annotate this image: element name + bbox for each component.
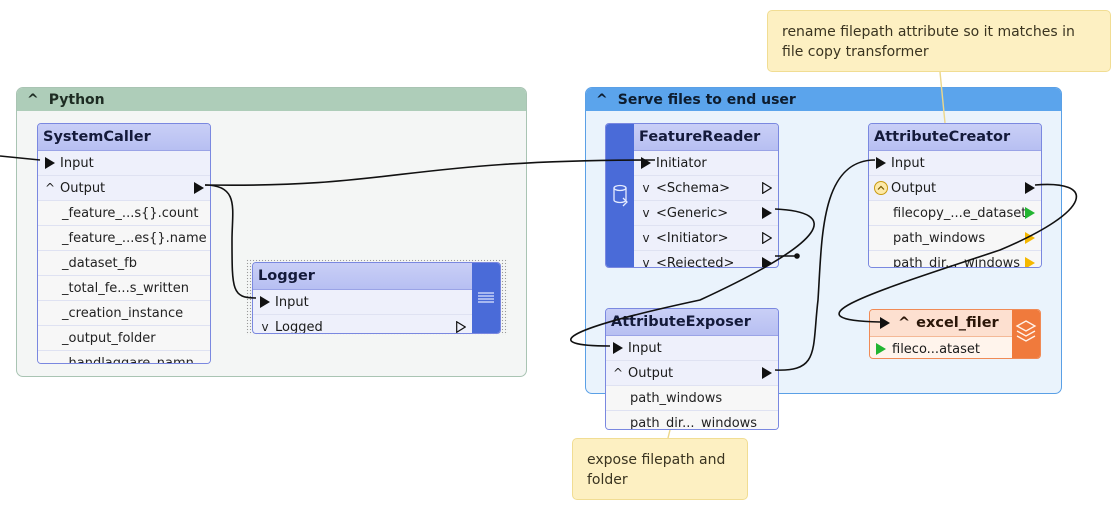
logger-logged-port[interactable]: v Logged [253, 315, 472, 334]
attribute-label: path_windows [893, 230, 986, 246]
exposed-attribute: path_windows [869, 226, 1041, 251]
annotation-text: expose filepath and folder [587, 452, 726, 488]
writer-title: excel_filer [916, 315, 999, 331]
input-port-arrow-icon[interactable] [636, 157, 656, 169]
output-port-open-arrow-icon[interactable] [762, 176, 772, 200]
attributecreator-transformer[interactable]: AttributeCreator Input Output filecopy_.… [868, 123, 1042, 268]
expand-caret-icon[interactable]: ^ [898, 315, 911, 331]
serve-files-bookmark-header[interactable]: ^ Serve files to end user [586, 88, 1061, 111]
featurereader-sidebar [606, 124, 634, 267]
attributeexposer-transformer[interactable]: AttributeExposer Input ^ Output path_win… [605, 308, 779, 430]
annotation-rename-filepath[interactable]: rename filepath attribute so it matches … [767, 10, 1111, 72]
attribute-modified-yellow-icon [1025, 251, 1035, 267]
exposed-attribute: path_dir..._windows [869, 251, 1041, 268]
writer-feature-type[interactable]: fileco...ataset [870, 337, 1012, 358]
input-port-label: Initiator [656, 155, 707, 171]
output-port-arrow-icon[interactable] [194, 176, 204, 200]
expand-caret-icon[interactable]: v [642, 206, 650, 220]
exposed-attribute: _feature_...es{}.name [38, 226, 210, 251]
serve-files-bookmark-title: Serve files to end user [617, 91, 796, 108]
featurereader-title[interactable]: FeatureReader [634, 124, 778, 151]
database-reader-icon [613, 184, 628, 207]
systemcaller-transformer[interactable]: SystemCaller Input ^ Output _feature_...… [37, 123, 211, 364]
systemcaller-title[interactable]: SystemCaller [38, 124, 210, 151]
annotation-connector [667, 429, 671, 439]
attributecreator-title[interactable]: AttributeCreator [869, 124, 1041, 151]
feature-type-green-icon [876, 343, 886, 355]
attribute-created-green-icon [1025, 201, 1035, 225]
exposed-attribute: _feature_...s{}.count [38, 201, 210, 226]
logged-port-label: Logged [275, 319, 323, 334]
excel-filer-writer[interactable]: ^ excel_filer fileco...ataset [869, 309, 1041, 359]
attributecreator-input-port[interactable]: Input [869, 151, 1041, 176]
attributeexposer-title[interactable]: AttributeExposer [606, 309, 778, 336]
layers-stack-icon [1015, 320, 1037, 342]
featurereader-initiator-port[interactable]: Initiator [634, 151, 778, 176]
input-port-arrow-icon[interactable] [255, 296, 275, 308]
output-port-label: <Generic> [656, 205, 729, 221]
conditional-output-icon[interactable] [871, 180, 891, 196]
featurereader-transformer[interactable]: FeatureReader Initiator v <Schema> v <Ge… [605, 123, 779, 268]
exposed-attribute: _handlaggare_namn [38, 351, 210, 363]
attributeexposer-output-port[interactable]: ^ Output [606, 361, 778, 386]
input-port-arrow-icon[interactable] [608, 342, 628, 354]
expand-caret-icon[interactable]: v [642, 181, 650, 195]
featurereader-generic-port[interactable]: v <Generic> [634, 201, 778, 226]
output-port-open-arrow-icon[interactable] [762, 226, 772, 250]
python-bookmark-title: Python [48, 91, 105, 108]
input-port-label: Input [275, 294, 309, 310]
exposed-attribute: _total_fe...s_written [38, 276, 210, 301]
logger-sidebar [472, 263, 500, 333]
input-port-arrow-icon[interactable] [40, 157, 60, 169]
featurereader-schema-port[interactable]: v <Schema> [634, 176, 778, 201]
writer-sidebar [1012, 310, 1040, 358]
annotation-text: rename filepath attribute so it matches … [782, 24, 1075, 60]
output-port-arrow-icon[interactable] [762, 361, 772, 385]
featurereader-rejected-port[interactable]: v <Rejected> [634, 251, 778, 268]
expand-caret-icon[interactable]: v [642, 231, 650, 245]
input-port-label: Input [628, 340, 662, 356]
attribute-label: filecopy_...e_dataset [893, 205, 1027, 221]
expand-caret-icon[interactable]: v [261, 320, 269, 334]
feature-type-label: fileco...ataset [892, 341, 980, 357]
attributeexposer-input-port[interactable]: Input [606, 336, 778, 361]
logger-title[interactable]: Logger [253, 263, 500, 290]
systemcaller-output-port[interactable]: ^ Output [38, 176, 210, 201]
input-port-arrow-icon[interactable] [871, 157, 891, 169]
output-port-arrow-icon[interactable] [762, 201, 772, 225]
output-port-arrow-icon[interactable] [762, 251, 772, 267]
exposed-attribute: path_dir..._windows [606, 411, 778, 429]
collapse-caret-icon[interactable]: ^ [596, 91, 608, 108]
annotation-expose-filepath[interactable]: expose filepath and folder [572, 438, 748, 500]
output-port-label: Output [891, 180, 937, 196]
systemcaller-input-port[interactable]: Input [38, 151, 210, 176]
expand-caret-icon[interactable]: ^ [44, 181, 56, 195]
output-port-label: <Schema> [656, 180, 731, 196]
logger-input-port[interactable]: Input [253, 290, 472, 315]
output-port-open-arrow-icon[interactable] [456, 315, 466, 333]
attribute-label: path_dir..._windows [893, 255, 1021, 268]
attribute-modified-yellow-icon [1025, 226, 1035, 250]
output-port-label: <Initiator> [656, 230, 729, 246]
exposed-attribute: _output_folder [38, 326, 210, 351]
log-lines-icon [478, 292, 494, 303]
output-port-label: Output [628, 365, 674, 381]
featurereader-initiator-output-port[interactable]: v <Initiator> [634, 226, 778, 251]
exposed-attribute: _creation_instance [38, 301, 210, 326]
input-port-label: Input [60, 155, 94, 171]
expand-caret-icon[interactable]: ^ [612, 366, 624, 380]
output-port-label: <Rejected> [656, 255, 735, 268]
python-bookmark-header[interactable]: ^ Python [17, 88, 526, 111]
attributecreator-output-port[interactable]: Output [869, 176, 1041, 201]
exposed-attribute: filecopy_...e_dataset [869, 201, 1041, 226]
logger-transformer[interactable]: Logger Input v Logged [252, 262, 501, 334]
input-port-arrow-icon[interactable] [876, 317, 894, 329]
collapse-caret-icon[interactable]: ^ [27, 91, 39, 108]
expand-caret-icon[interactable]: v [642, 256, 650, 268]
exposed-attribute: path_windows [606, 386, 778, 411]
input-port-label: Input [891, 155, 925, 171]
output-port-arrow-icon[interactable] [1025, 176, 1035, 200]
output-port-label: Output [60, 180, 106, 196]
exposed-attribute: _dataset_fb [38, 251, 210, 276]
